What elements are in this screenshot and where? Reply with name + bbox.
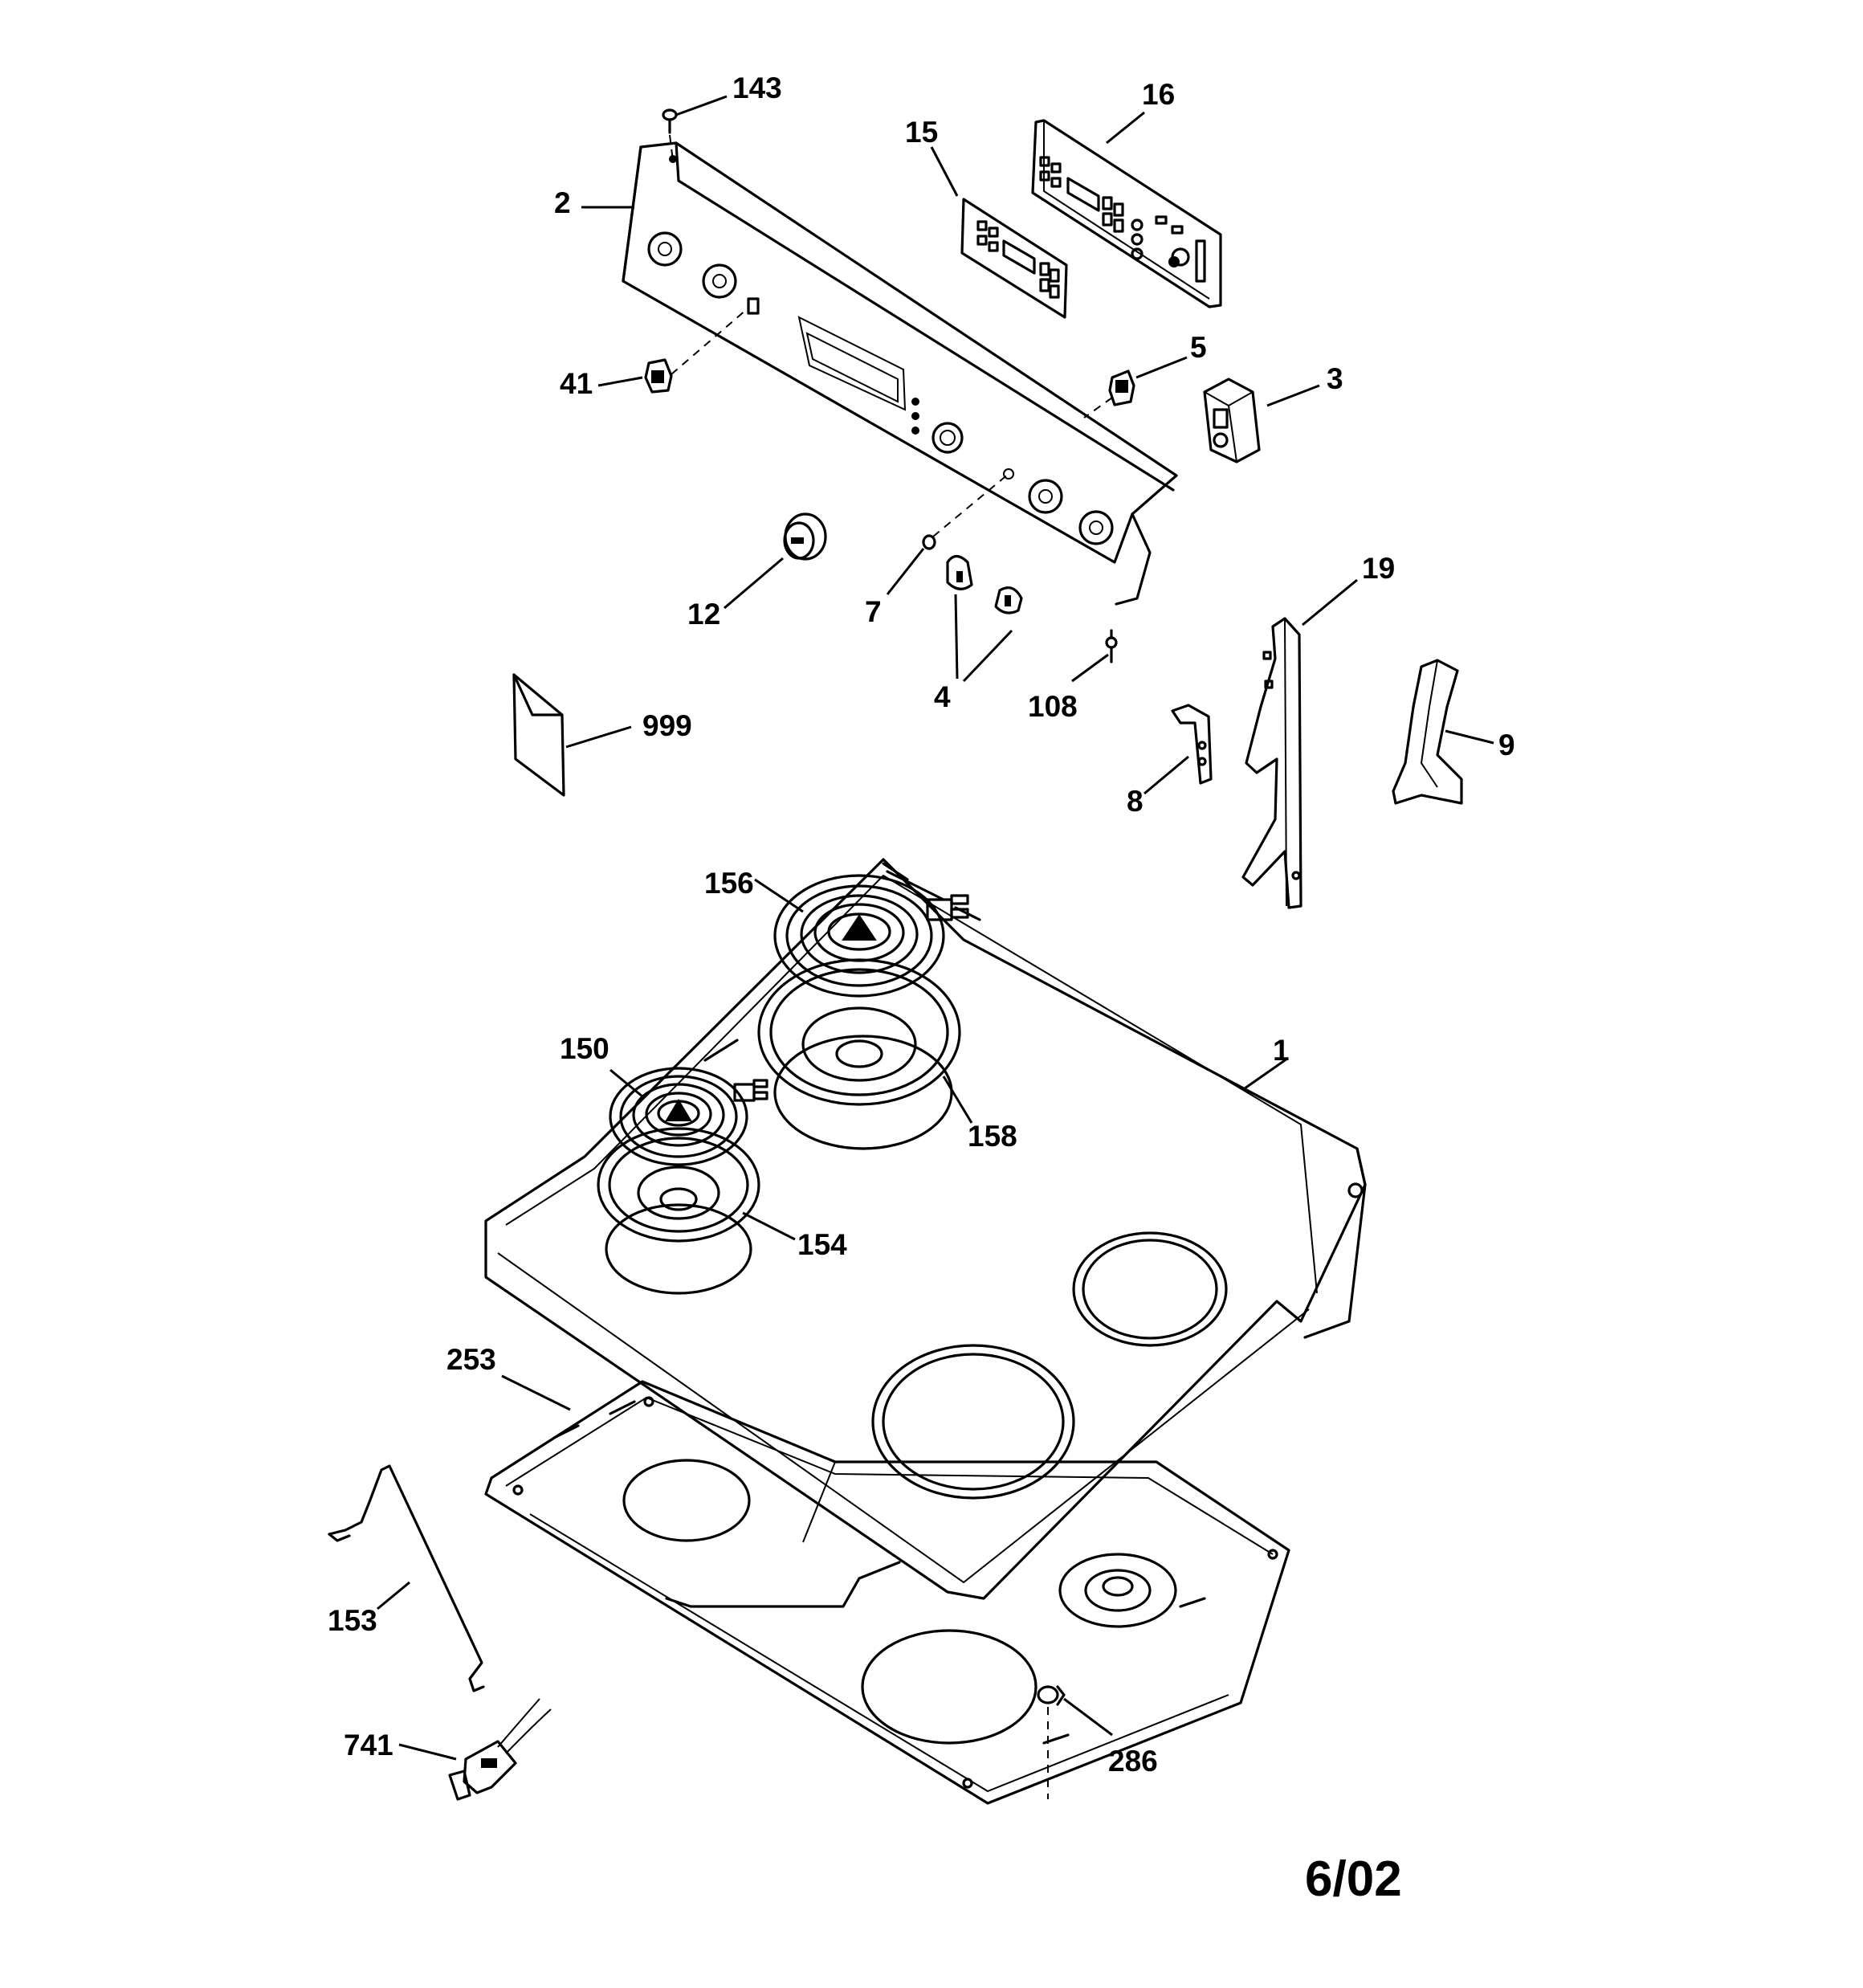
side-bracket-19 (1241, 617, 1302, 909)
callout-19: 19 (1362, 552, 1395, 585)
callout-741: 741 (344, 1729, 393, 1761)
support-rod-153 (328, 1464, 485, 1692)
callout-labels: 143 16 15 2 41 5 3 12 7 4 108 19 999 9 8… (328, 71, 1515, 1907)
callout-154: 154 (797, 1228, 847, 1261)
callout-286: 286 (1108, 1745, 1158, 1778)
switch-41 (644, 308, 748, 394)
callout-999: 999 (642, 709, 692, 742)
callout-158: 158 (968, 1120, 1017, 1153)
control-board-16 (1031, 119, 1222, 308)
callout-2: 2 (554, 186, 571, 219)
surface-element-150 (609, 1067, 768, 1166)
callout-12: 12 (687, 598, 720, 631)
knobs-4 (946, 554, 1023, 614)
screw-108 (1105, 629, 1118, 663)
switch-5 (1083, 369, 1135, 418)
infinite-switch-3 (1203, 378, 1261, 463)
screw-143 (662, 108, 678, 161)
drip-pan-158 (757, 958, 961, 1106)
callout-41: 41 (560, 367, 593, 400)
leader-lines (377, 95, 1494, 1761)
surface-element-156 (773, 862, 969, 998)
drip-pan-154 (597, 1127, 760, 1243)
callout-16: 16 (1142, 78, 1175, 111)
callout-5: 5 (1190, 331, 1207, 364)
callout-108: 108 (1028, 690, 1078, 723)
callout-1: 1 (1273, 1034, 1290, 1067)
callout-15: 15 (905, 116, 938, 149)
callout-143: 143 (732, 71, 782, 104)
side-trim-9 (1392, 659, 1463, 805)
callout-8: 8 (1127, 785, 1143, 818)
callout-253: 253 (446, 1343, 496, 1376)
callout-150: 150 (560, 1032, 609, 1065)
date-code: 6/02 (1305, 1851, 1402, 1907)
terminal-block-741 (448, 1698, 552, 1801)
knob-12 (783, 512, 827, 561)
callout-7: 7 (865, 595, 882, 628)
clip-286 (1037, 1685, 1066, 1799)
cooktop-1 (484, 858, 1367, 1600)
callout-156: 156 (704, 867, 754, 900)
burner-box-253 (484, 1380, 1290, 1805)
callout-3: 3 (1327, 362, 1343, 395)
callout-4: 4 (934, 680, 951, 713)
callout-153: 153 (328, 1604, 377, 1637)
control-panel-backsplash (622, 141, 1178, 606)
bracket-8 (1171, 704, 1213, 785)
screw-7 (922, 473, 1009, 550)
callout-9: 9 (1498, 729, 1515, 761)
literature-envelope-999 (512, 673, 565, 797)
control-overlay-15 (960, 198, 1068, 319)
